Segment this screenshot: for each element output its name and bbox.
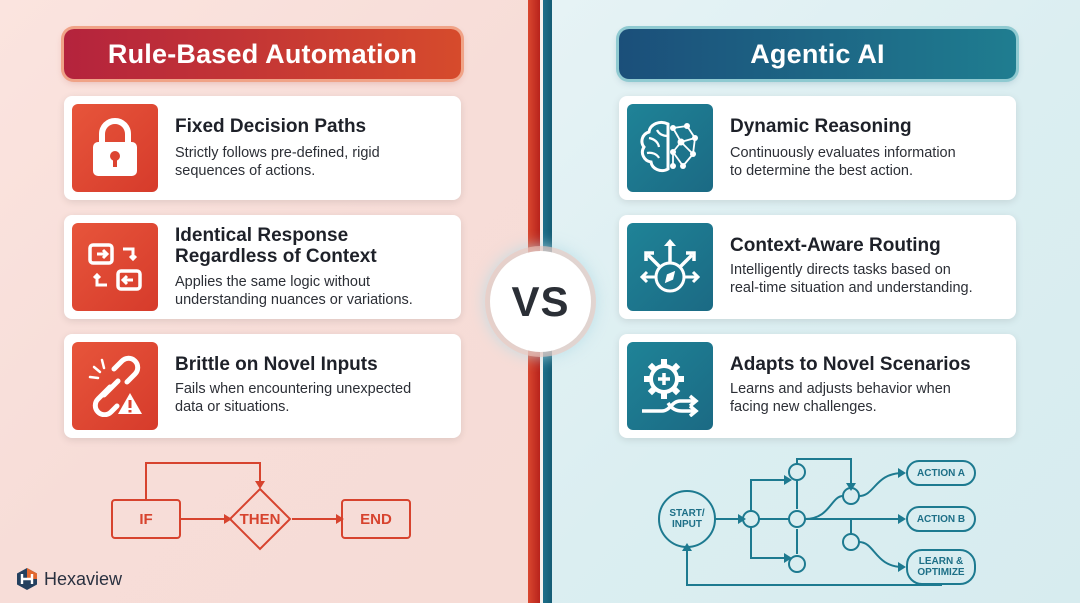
learn-optimize-label: LEARN &OPTIMIZE — [917, 556, 965, 578]
card-title: Brittle on Novel Inputs — [175, 354, 378, 375]
card-dynamic-reasoning: Dynamic Reasoning Continuously evaluates… — [619, 96, 1016, 200]
hexaview-logo-icon — [17, 568, 37, 590]
card-title: Adapts to Novel Scenarios — [730, 354, 971, 375]
card-title: Context-Aware Routing — [730, 235, 941, 256]
action-a-node — [906, 460, 976, 486]
card-title: Identical Response Regardless of Context — [175, 225, 377, 267]
start-input-label: START/INPUT — [669, 508, 705, 530]
card-context-aware-routing: Context-Aware Routing Intelligently dire… — [619, 215, 1016, 319]
repeat-arrows-icon — [72, 223, 158, 311]
compass-arrows-icon — [627, 223, 713, 311]
rule-flow-diagram — [111, 462, 411, 551]
rule-based-header: Rule-Based Automation — [64, 29, 461, 79]
agentic-title: Agentic AI — [750, 38, 885, 69]
card-adapts-novel-scenarios: Adapts to Novel Scenarios Learns and adj… — [619, 334, 1016, 438]
agentic-flow-diagram — [658, 458, 976, 586]
card-identical-response: Identical Response Regardless of Context… — [64, 215, 461, 319]
end-label: END — [360, 510, 392, 528]
card-description: Fails when encountering unexpected data … — [175, 381, 412, 415]
brain-network-icon — [627, 104, 713, 192]
lock-icon — [72, 104, 158, 192]
card-title: Dynamic Reasoning — [730, 116, 912, 137]
card-description: Intelligently directs tasks based on rea… — [730, 262, 973, 296]
vs-label: VS — [511, 277, 570, 325]
rule-based-title: Rule-Based Automation — [107, 38, 418, 69]
vs-badge: VS — [490, 251, 591, 352]
action-b-node — [906, 506, 976, 532]
brand-name: Hexaview — [44, 568, 123, 589]
card-title: Fixed Decision Paths — [175, 116, 367, 137]
card-description: Learns and adjusts behavior when facing … — [730, 381, 951, 415]
card-description: Applies the same logic without understan… — [175, 274, 413, 308]
agentic-header: Agentic AI — [619, 29, 1016, 79]
brand-logo: Hexaview — [16, 567, 122, 591]
action-a-label: ACTION A — [917, 467, 965, 479]
card-description: Continuously evaluates information to de… — [730, 145, 956, 179]
action-b-label: ACTION B — [916, 513, 966, 525]
then-diamond — [228, 487, 292, 551]
card-brittle-novel-inputs: Brittle on Novel Inputs Fails when encou… — [64, 334, 461, 438]
broken-link-warning-icon — [72, 342, 158, 430]
if-label: IF — [139, 510, 153, 528]
loop-arrow — [145, 462, 261, 500]
then-label: THEN — [239, 510, 281, 528]
card-description: Strictly follows pre-defined, rigid sequ… — [175, 145, 380, 179]
card-fixed-decision-paths: Fixed Decision Paths Strictly follows pr… — [64, 96, 461, 200]
gear-plus-arrows-icon — [627, 342, 713, 430]
